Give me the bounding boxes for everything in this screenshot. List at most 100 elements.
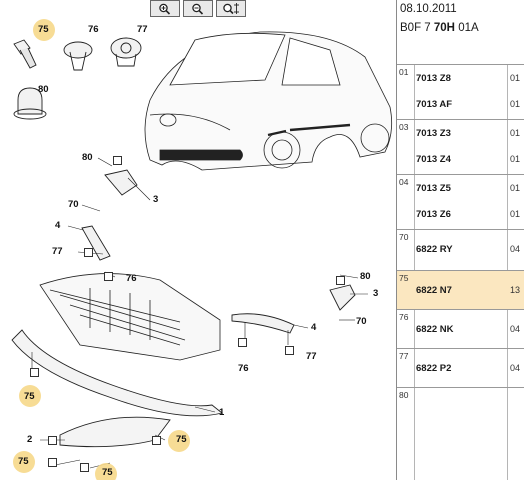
ref-box bbox=[48, 458, 57, 467]
leader-lines bbox=[31, 157, 368, 469]
part-quantity: 01 bbox=[510, 99, 521, 109]
group-code: 03 bbox=[399, 122, 409, 132]
zoom-in-icon bbox=[159, 3, 171, 15]
ref-box bbox=[152, 436, 161, 445]
ref-box bbox=[80, 463, 89, 472]
part-quantity: 01 bbox=[510, 209, 521, 219]
ref-box bbox=[84, 248, 93, 257]
group-code: 70 bbox=[399, 232, 409, 242]
ref-suffix: 01A bbox=[455, 22, 479, 34]
part-group-03[interactable]: 03 7013 Z3 01 7013 Z4 01 bbox=[397, 119, 524, 174]
part-row[interactable]: 7013 Z5 01 bbox=[397, 175, 524, 201]
highlight-75-e bbox=[95, 463, 117, 480]
part-quantity: 01 bbox=[510, 154, 521, 164]
part-quantity: 01 bbox=[510, 183, 521, 193]
part-number: 7013 Z4 bbox=[416, 154, 451, 165]
ref-box bbox=[285, 346, 294, 355]
part-row[interactable]: 6822 RY 04 bbox=[397, 236, 524, 262]
part-number: 6822 NK bbox=[416, 324, 454, 335]
part-quantity: 04 bbox=[510, 244, 521, 254]
part-group-70[interactable]: 70 6822 RY 04 bbox=[397, 229, 524, 270]
part-quantity: 04 bbox=[510, 324, 521, 334]
ref-box bbox=[238, 338, 247, 347]
ref-box bbox=[113, 156, 122, 165]
group-code: 75 bbox=[399, 273, 409, 283]
part-number: 7013 Z3 bbox=[416, 128, 451, 139]
callout-77[interactable]: 77 bbox=[306, 351, 317, 362]
under-shield-part-2 bbox=[59, 416, 171, 448]
highlight-75-c bbox=[13, 451, 35, 473]
callout-75[interactable]: 75 bbox=[102, 467, 113, 478]
clip-75-icon bbox=[13, 39, 37, 69]
callout-75[interactable]: 75 bbox=[24, 391, 35, 402]
grille-assembly bbox=[39, 273, 221, 361]
bracket-3-right bbox=[329, 284, 356, 311]
callout-76[interactable]: 76 bbox=[126, 273, 137, 284]
part-quantity: 01 bbox=[510, 128, 521, 138]
clip-77-icon bbox=[110, 37, 142, 67]
part-number: 6822 P2 bbox=[416, 363, 452, 374]
spoiler-part-1 bbox=[11, 329, 223, 417]
zoom-fit-icon bbox=[223, 2, 239, 14]
callout-4[interactable]: 4 bbox=[55, 220, 61, 231]
exploded-diagram[interactable]: 75 76 77 80 80 3 70 4 77 76 80 3 70 4 77… bbox=[0, 0, 397, 480]
highlight-75-a bbox=[33, 19, 55, 41]
callout-4[interactable]: 4 bbox=[311, 322, 317, 333]
callout-3[interactable]: 3 bbox=[373, 288, 379, 299]
part-row[interactable]: 6822 NK 04 bbox=[397, 316, 524, 342]
diagram-drawing bbox=[11, 31, 393, 469]
callout-76[interactable]: 76 bbox=[238, 363, 249, 374]
group-code: 80 bbox=[399, 390, 409, 400]
part-row[interactable]: 7013 Z3 01 bbox=[397, 120, 524, 146]
part-number: 7013 Z5 bbox=[416, 183, 451, 194]
callout-80[interactable]: 80 bbox=[38, 84, 49, 95]
highlight-75-b bbox=[19, 385, 41, 407]
callout-76[interactable]: 76 bbox=[88, 24, 99, 35]
ref-bold: 70H bbox=[433, 22, 455, 34]
bracket-4-right bbox=[231, 313, 295, 334]
ref-prefix: B0F 7 bbox=[400, 22, 434, 34]
zoom-out-button[interactable] bbox=[183, 0, 213, 17]
callout-80[interactable]: 80 bbox=[82, 152, 93, 163]
ref-box bbox=[48, 436, 57, 445]
part-number: 7013 AF bbox=[416, 99, 453, 110]
part-quantity: 01 bbox=[510, 73, 521, 83]
callout-80[interactable]: 80 bbox=[360, 271, 371, 282]
part-quantity: 13 bbox=[510, 285, 521, 295]
part-row[interactable]: 7013 Z4 01 bbox=[397, 146, 524, 172]
highlight-75-d bbox=[168, 430, 190, 452]
car-outline bbox=[144, 31, 393, 171]
callout-77[interactable]: 77 bbox=[137, 24, 148, 35]
callout-1[interactable]: 1 bbox=[219, 407, 225, 418]
callout-70[interactable]: 70 bbox=[68, 199, 79, 210]
callout-70[interactable]: 70 bbox=[356, 316, 367, 327]
callout-75[interactable]: 75 bbox=[176, 434, 187, 445]
callout-3[interactable]: 3 bbox=[153, 194, 159, 205]
callout-75[interactable]: 75 bbox=[18, 456, 29, 467]
part-group-80[interactable]: 80 bbox=[397, 387, 524, 408]
group-code: 04 bbox=[399, 177, 409, 187]
group-code: 01 bbox=[399, 67, 409, 77]
zoom-in-button[interactable] bbox=[150, 0, 180, 17]
bracket-3-left bbox=[104, 169, 138, 196]
part-number: 6822 RY bbox=[416, 244, 453, 255]
zoom-fit-button[interactable] bbox=[216, 0, 246, 17]
zoom-out-icon bbox=[192, 3, 204, 15]
callout-77[interactable]: 77 bbox=[52, 246, 63, 257]
callout-75[interactable]: 75 bbox=[38, 24, 49, 35]
callout-2[interactable]: 2 bbox=[27, 434, 33, 445]
ref-box bbox=[336, 276, 345, 285]
diagram-reference: B0F 7 70H 01A bbox=[400, 22, 479, 34]
part-row[interactable]: 7013 AF 01 bbox=[397, 91, 524, 117]
